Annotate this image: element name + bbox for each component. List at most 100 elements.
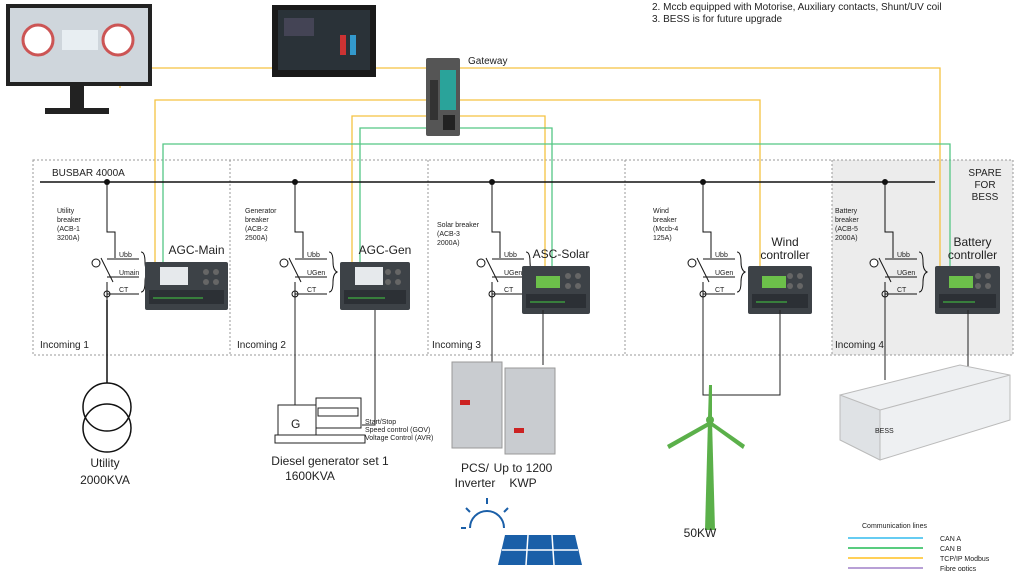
diesel-rating: 1600KVA [285,469,335,483]
utility-rating: 2000KVA [80,473,130,487]
breaker-label: breaker [653,217,677,224]
signal-label: CT [307,287,317,294]
legend-label: TCP/IP Modbus [940,556,990,563]
bess-container-icon [839,300,1011,461]
diesel-control-3: Voltage Control (AVR) [365,435,433,442]
utility-name: Utility [90,456,119,470]
signal-label: CT [119,287,129,294]
controller-label: controller [760,248,809,262]
feeder-4: UbbUGenCTWindbreaker(Mccb-4125A)Windcont… [653,179,812,314]
inverter-label-2: Inverter [455,476,496,490]
breaker-label: Battery [835,208,858,215]
controller-3 [522,266,590,314]
signal-label: Ubb [119,252,132,259]
canb-line [162,143,951,266]
diesel-generator-icon [274,300,376,444]
signal-label: Ubb [307,252,320,259]
gateway-device [426,58,460,136]
diesel-control-1: Start/Stop [365,419,396,426]
solar-capacity-1: Up to 1200 [494,461,553,475]
signal-label: Ubb [715,252,728,259]
breaker-label: 125A) [653,235,672,242]
controller-5 [935,266,1000,314]
spare-line-2: FOR [974,180,995,191]
bess-label: BESS [875,428,894,435]
wind-control-line [725,310,781,396]
inverter-label-1: PCS/ [461,461,490,475]
solar-panel-icon [498,534,582,566]
diesel-name: Diesel generator set 1 [271,454,389,468]
controller-label: Battery [953,235,991,249]
breaker-switch-icon [100,257,114,283]
diesel-control-2: Speed control (GOV) [365,427,430,434]
breaker-label: 2000A) [437,240,460,247]
controller-1 [145,262,228,310]
incoming-label: Incoming 1 [40,340,89,351]
breaker-switch-icon [696,257,710,283]
legend-label: CAN B [940,546,962,553]
solar-capacity-2: KWP [509,476,536,490]
legend-title: Communication lines [862,523,927,530]
signal-label: Ubb [504,252,517,259]
controller-label: ASC-Solar [533,247,590,261]
breaker-label: (ACB-3 [437,231,460,238]
controller-label: controller [948,248,997,262]
signal-label: UGen [897,270,915,277]
incoming-label: Incoming 4 [835,340,884,351]
breaker-label: 2000A) [835,235,858,242]
transformer-icon [82,300,132,453]
spare-line-1: SPARE [968,168,1001,179]
busbar-label: BUSBAR 4000A [52,168,125,179]
note-3: 3. BESS is for future upgrade [652,14,783,25]
note-2: 2. Mccb equipped with Motorise, Auxiliar… [652,2,942,13]
legend-label: Fibre optics [940,566,977,571]
breaker-label: 2500A) [245,235,268,242]
legend-label: CAN A [940,536,961,543]
signal-label: UGen [715,270,733,277]
controller-label: Wind [771,235,798,249]
breaker-label: (ACB-2 [245,226,268,233]
signal-label: CT [504,287,514,294]
breaker-label: Generator [245,208,277,215]
breaker-switch-icon [288,257,302,283]
breaker-label: breaker [245,217,269,224]
breaker-label: (Mccb-4 [653,226,678,233]
breaker-label: 3200A) [57,235,80,242]
sun-icon [461,498,509,529]
controller-2 [340,262,410,310]
breaker-label: (ACB-5 [835,226,858,233]
signal-label: UGen [504,270,522,277]
controller-4 [748,266,812,314]
breaker-label: Utility [57,208,75,215]
wind-turbine-icon [667,300,745,530]
signal-label: UGen [307,270,325,277]
inverter-icon [451,300,556,455]
breaker-label: Solar breaker [437,222,480,229]
incoming-label: Incoming 3 [432,340,481,351]
signal-label: CT [715,287,725,294]
signal-label: Umain [119,270,139,277]
breaker-switch-icon [485,257,499,283]
signal-label: CT [897,287,907,294]
controller-label: AGC-Main [168,243,224,257]
breaker-label: Wind [653,208,669,215]
section-boxes [32,159,1014,356]
legend: Communication lines CAN A CAN B TCP/IP Mod… [848,523,990,571]
breaker-label: breaker [57,217,81,224]
incoming-label: Incoming 2 [237,340,286,351]
breaker-label: breaker [835,217,859,224]
wind-rating: 50KW [684,526,717,540]
spare-line-3: BESS [972,192,999,203]
tcp-line-battery [375,67,941,266]
controller-label: AGC-Gen [359,243,412,257]
signal-label: Ubb [897,252,910,259]
generator-symbol: G [291,417,300,431]
hmi-monitor [6,4,152,114]
gateway-label: Gateway [468,56,507,67]
breaker-label: (ACB-1 [57,226,80,233]
